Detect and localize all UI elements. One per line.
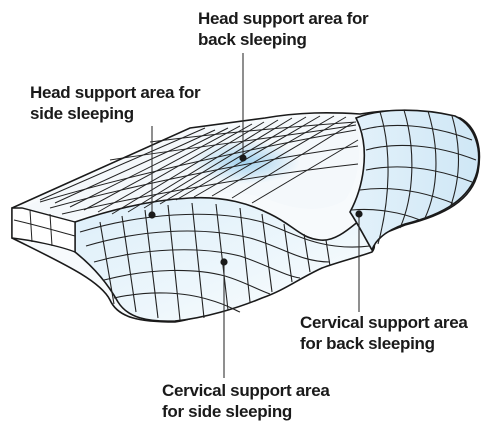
cervical-side-label-line1: Cervical support area <box>162 381 330 400</box>
head-back-label-line2: back sleeping <box>198 30 307 49</box>
cervical-side-label: Cervical support area for side sleeping <box>162 380 330 422</box>
cervical-side-label-line2: for side sleeping <box>162 402 292 421</box>
head-side-label-line1: Head support area for <box>30 83 201 102</box>
head-side-marker <box>148 211 156 219</box>
hump-grid <box>351 109 477 245</box>
head-side-label: Head support area for side sleeping <box>30 82 201 124</box>
cervical-back-label-line1: Cervical support area <box>300 313 468 332</box>
cervical-back-label: Cervical support area for back sleeping <box>300 312 468 354</box>
pillow-right-hump <box>349 109 480 252</box>
head-back-label: Head support area for back sleeping <box>198 8 369 50</box>
head-back-label-line1: Head support area for <box>198 9 369 28</box>
top-grid <box>39 115 359 215</box>
cervical-back-label-line2: for back sleeping <box>300 334 435 353</box>
left-face-grid <box>13 209 76 247</box>
head-side-label-line2: side sleeping <box>30 104 134 123</box>
head-back-marker <box>239 154 247 162</box>
leader-lines <box>151 53 360 378</box>
front-grid <box>79 202 371 321</box>
cervical-side-marker <box>220 258 228 266</box>
cervical-back-marker <box>355 210 363 218</box>
